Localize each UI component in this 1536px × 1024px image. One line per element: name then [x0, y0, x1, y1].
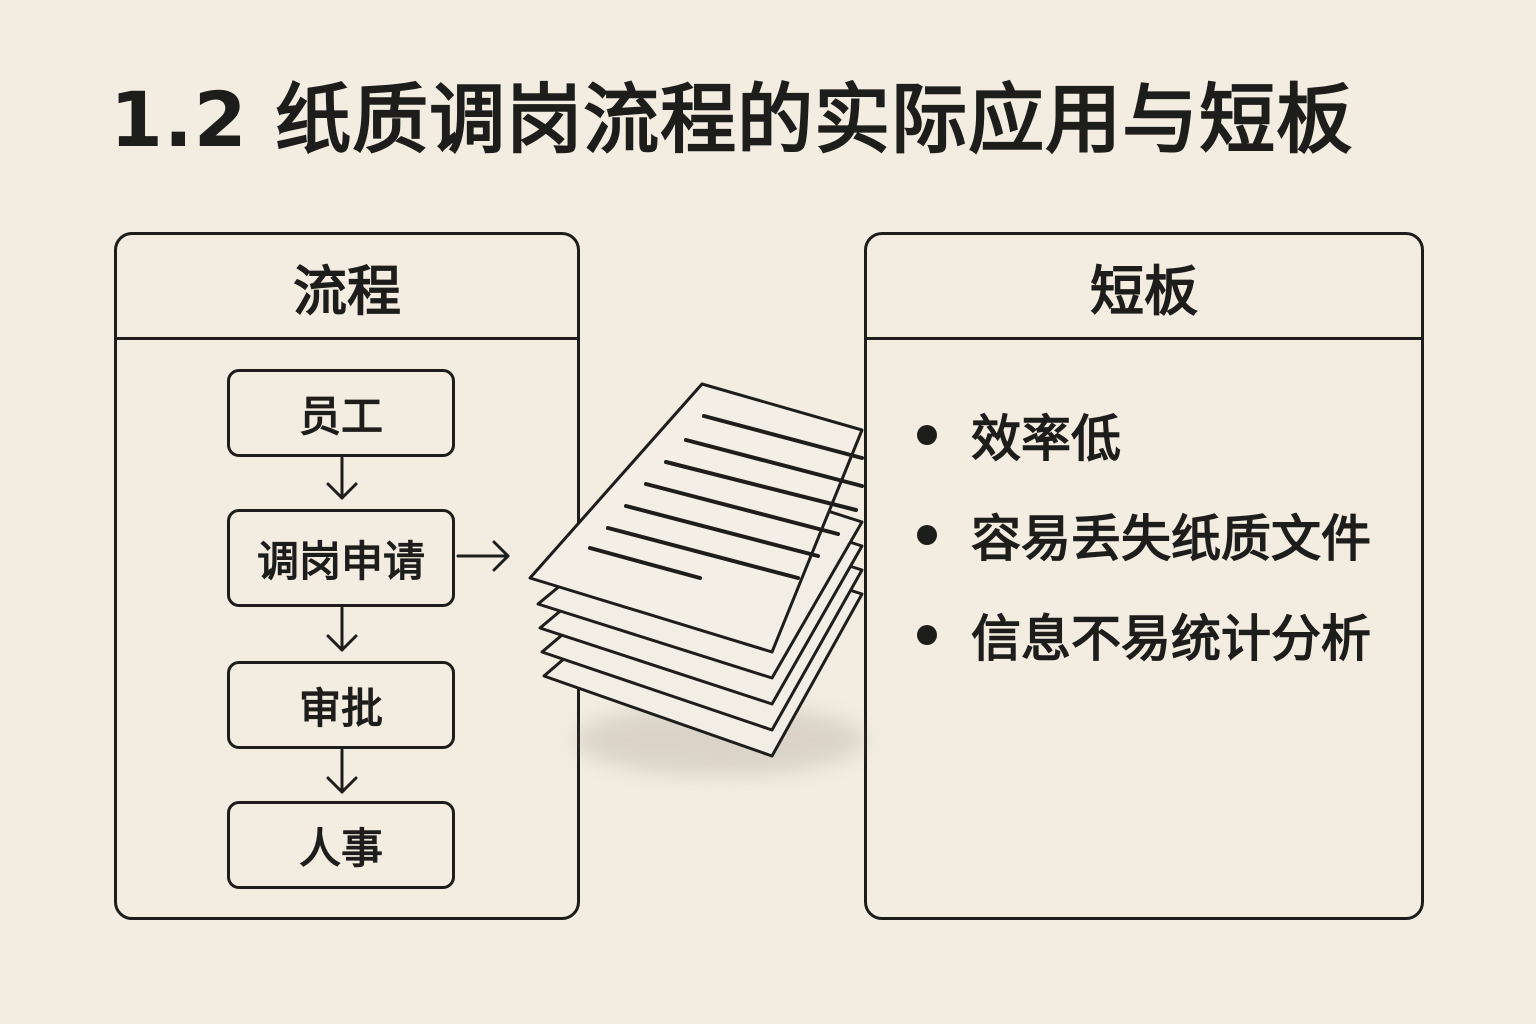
shortcoming-text: 容易丢失纸质文件	[971, 510, 1371, 568]
bullet-dot-icon	[917, 425, 937, 445]
shortcoming-text: 效率低	[971, 410, 1121, 468]
shortcoming-item: 信息不易统计分析	[917, 585, 1401, 685]
shortcoming-item: 效率低	[917, 385, 1401, 485]
bullet-dot-icon	[917, 625, 937, 645]
page-title: 1.2 纸质调岗流程的实际应用与短板	[110, 75, 1354, 164]
shortcoming-text: 信息不易统计分析	[971, 610, 1371, 668]
bullet-dot-icon	[917, 525, 937, 545]
process-panel: 流程 员工 调岗申请 审批 人事	[114, 232, 580, 920]
step-employee: 员工	[227, 369, 455, 457]
shortcomings-panel: 短板 效率低 容易丢失纸质文件 信息不易统计分析	[864, 232, 1424, 920]
shortcomings-list: 效率低 容易丢失纸质文件 信息不易统计分析	[917, 385, 1401, 685]
step-transfer-application: 调岗申请	[227, 509, 455, 607]
arrow-icon	[326, 748, 358, 794]
document-stack-icon	[528, 382, 865, 776]
step-approval: 审批	[227, 661, 455, 749]
step-hr: 人事	[227, 801, 455, 889]
arrow-icon	[326, 456, 358, 500]
process-panel-header: 流程	[117, 235, 577, 340]
shortcoming-item: 容易丢失纸质文件	[917, 485, 1401, 585]
arrow-icon	[456, 540, 510, 572]
shortcomings-panel-header: 短板	[867, 235, 1421, 340]
arrow-icon	[326, 606, 358, 652]
